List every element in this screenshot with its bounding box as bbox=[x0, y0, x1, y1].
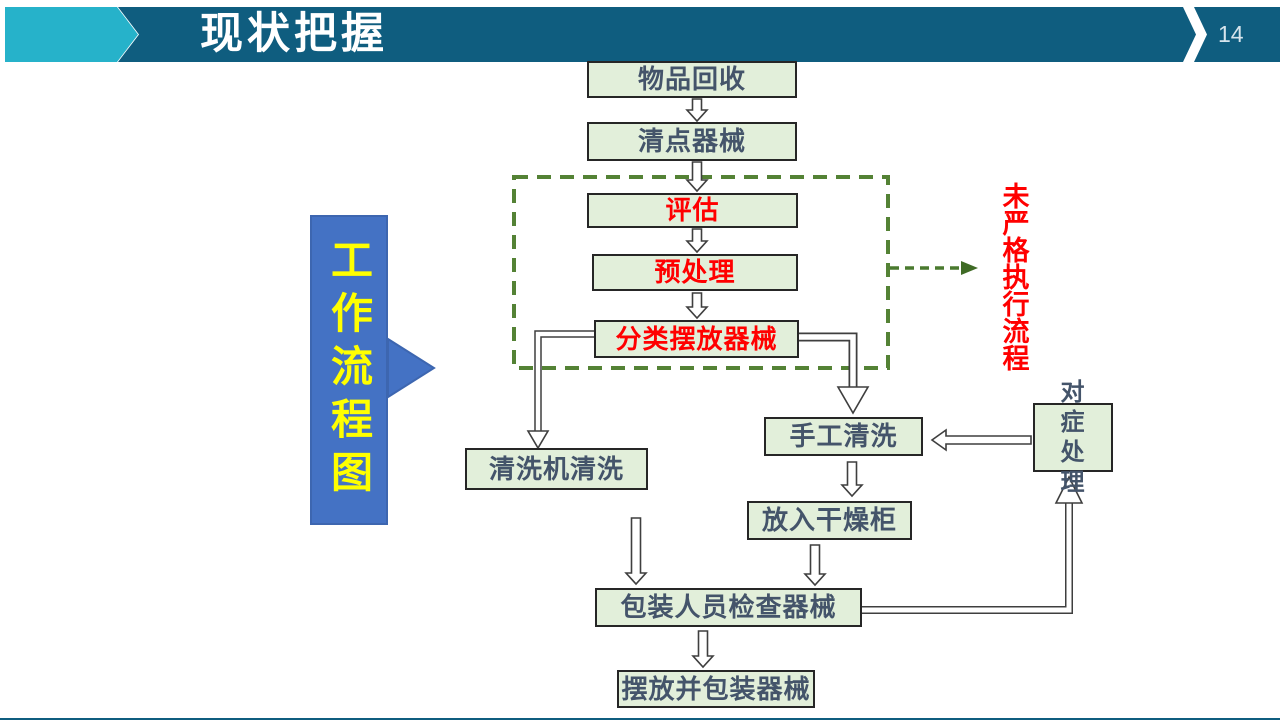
flow-box-pretreat: 预处理 bbox=[592, 254, 798, 291]
flow-box-classify: 分类摆放器械 bbox=[594, 320, 799, 358]
flow-box-recv: 物品回收 bbox=[587, 61, 797, 98]
connector-classify-to-machine-wash bbox=[526, 330, 596, 450]
bottom-rule bbox=[0, 718, 1280, 720]
arrow-count-to-assess bbox=[685, 161, 709, 193]
flow-box-dry-cabinet: 放入干燥柜 bbox=[747, 501, 912, 540]
arrow-inspect-to-package bbox=[691, 630, 715, 669]
flow-box-package: 摆放并包装器械 bbox=[617, 670, 815, 708]
arrow-dry-cabinet-to-inspect bbox=[803, 544, 827, 587]
title-banner bbox=[118, 7, 1280, 62]
arrow-hand-wash-to-dry-cabinet bbox=[840, 461, 864, 498]
arrow-symptomatic-to-hand-wash bbox=[930, 428, 1032, 452]
side-label-text: 工作流程图 bbox=[325, 237, 373, 503]
flow-box-machine-wash: 清洗机清洗 bbox=[465, 448, 648, 490]
side-label-arrow-icon bbox=[387, 337, 436, 399]
arrow-pretreat-to-classify bbox=[685, 292, 709, 320]
arrow-recv-to-count bbox=[685, 98, 709, 123]
flow-box-count: 清点器械 bbox=[587, 122, 797, 161]
page-title: 现状把握 bbox=[200, 10, 388, 58]
dashed-arrow-to-annotation bbox=[890, 261, 978, 275]
flow-box-inspect: 包装人员检查器械 bbox=[595, 588, 862, 627]
arrow-assess-to-pretreat bbox=[685, 228, 709, 254]
connector-classify-to-hand-wash bbox=[798, 332, 870, 415]
banner-chevron-accent bbox=[5, 7, 138, 62]
annotation-text: 未严格执行流程 bbox=[998, 182, 1029, 371]
flow-box-symptomatic: 对症处理 bbox=[1033, 379, 1113, 496]
flow-box-assess: 评估 bbox=[587, 193, 798, 228]
side-label-workflow: 工作流程图 bbox=[310, 215, 388, 525]
page-number: 14 bbox=[1218, 21, 1244, 47]
annotation-not-strictly-executed: 未严格执行流程 bbox=[994, 182, 1032, 377]
flow-box-hand-wash: 手工清洗 bbox=[764, 417, 923, 456]
arrow-machine-wash-to-inspect bbox=[624, 517, 648, 586]
